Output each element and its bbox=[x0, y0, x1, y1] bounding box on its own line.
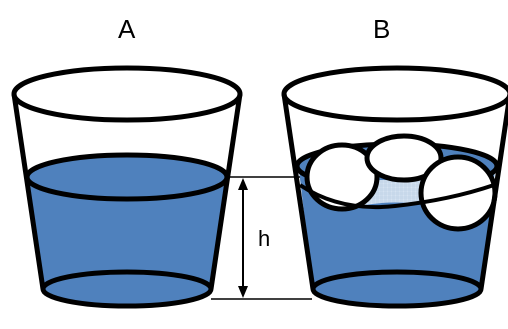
cup-b-left-wall bbox=[281, 93, 316, 290]
height-label: h bbox=[258, 226, 270, 251]
cup-b-rim bbox=[281, 65, 508, 123]
cup-b-bottom bbox=[310, 269, 484, 309]
cup-a-right-wall bbox=[208, 93, 243, 290]
cup-a-label: A bbox=[118, 14, 136, 44]
ice-cube-middle bbox=[364, 133, 444, 183]
cup-b bbox=[281, 65, 508, 309]
cup-a-rim bbox=[11, 65, 243, 123]
cup-b-right-wall bbox=[478, 93, 508, 290]
cup-a-bottom bbox=[40, 269, 214, 309]
height-marker bbox=[211, 176, 312, 300]
height-arrow-bottom-head bbox=[238, 286, 248, 298]
cup-a-left-wall bbox=[11, 93, 46, 290]
cup-b-label: B bbox=[373, 14, 390, 44]
ice-cube-right bbox=[418, 154, 498, 232]
cup-a bbox=[11, 65, 243, 309]
cup-a-water-surface bbox=[24, 152, 230, 202]
height-arrow-top-head bbox=[238, 178, 248, 190]
cup-b-waterline-curve bbox=[298, 183, 495, 210]
ice-cube-left bbox=[304, 142, 380, 212]
